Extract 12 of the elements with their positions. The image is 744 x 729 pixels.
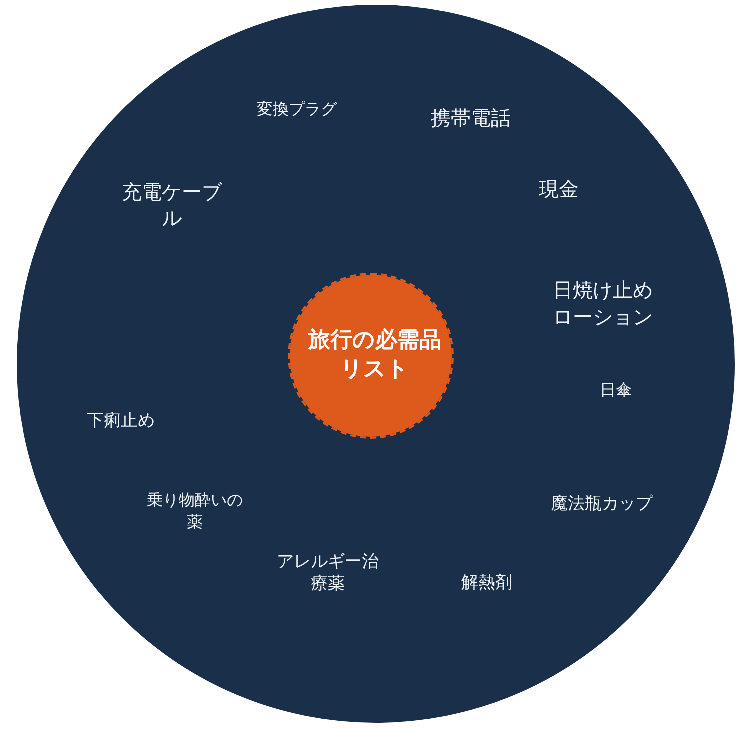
item-label: 変換プラグ: [257, 100, 337, 120]
item-label: 充電ケーブル: [121, 179, 224, 231]
item-label: 現金: [539, 176, 579, 202]
item-label: 下痢止め: [87, 410, 155, 432]
title-text: 旅行の必需品リスト: [307, 327, 442, 384]
item-label: 乗り物酔いの薬: [146, 490, 244, 534]
item-label: アレルギー治療薬: [276, 550, 380, 596]
item-label: 解熱剤: [462, 572, 512, 594]
item-label: 魔法瓶カップ: [551, 492, 653, 516]
item-label: 携帯電話: [431, 105, 511, 131]
item-label: 日傘: [600, 380, 632, 402]
item-label: 日焼け止めローション: [552, 277, 654, 331]
